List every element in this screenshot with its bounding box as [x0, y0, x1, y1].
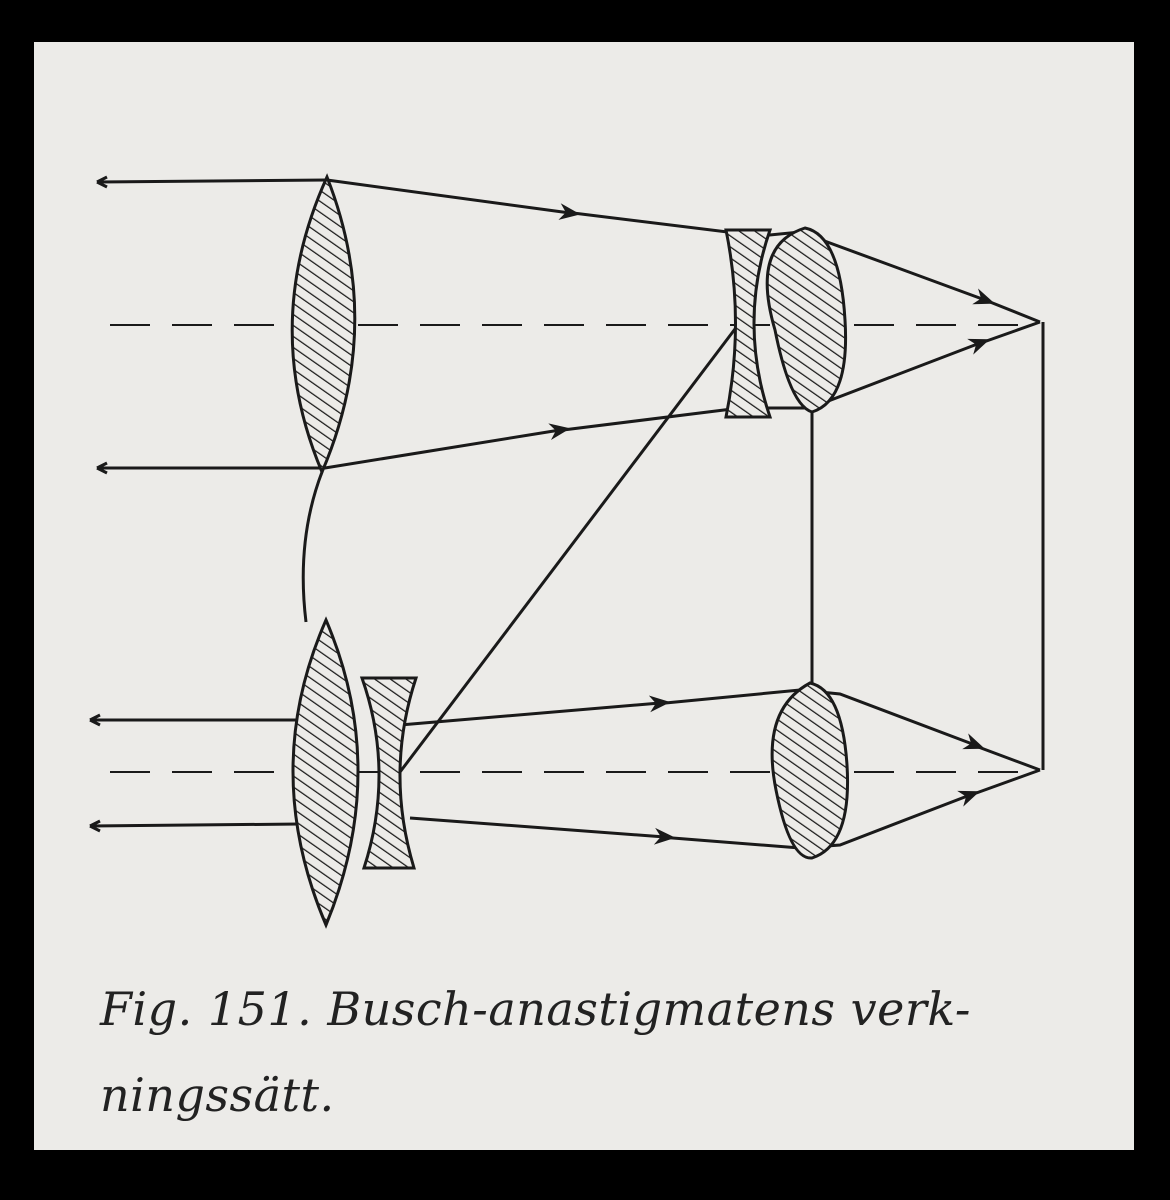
ray-bottom-2: [89, 822, 301, 828]
caption-line-2: ningssätt.: [100, 1068, 335, 1122]
rear-positive-lens-top: [765, 226, 848, 414]
front-positive-lens-top: [290, 173, 357, 476]
caption-line-1: Fig. 151. Busch-anastigmatens verk-: [100, 982, 971, 1036]
diagonal-ray: [398, 324, 740, 773]
negative-meniscus-lens: [724, 228, 773, 419]
slide: [34, 42, 1134, 1150]
biconcave-lens: [359, 676, 419, 870]
rear-positive-lens-bottom: [770, 681, 850, 860]
front-positive-lens-bottom: [291, 616, 360, 929]
ray-top-1b: [326, 178, 581, 220]
ray-top-1: [96, 178, 328, 184]
